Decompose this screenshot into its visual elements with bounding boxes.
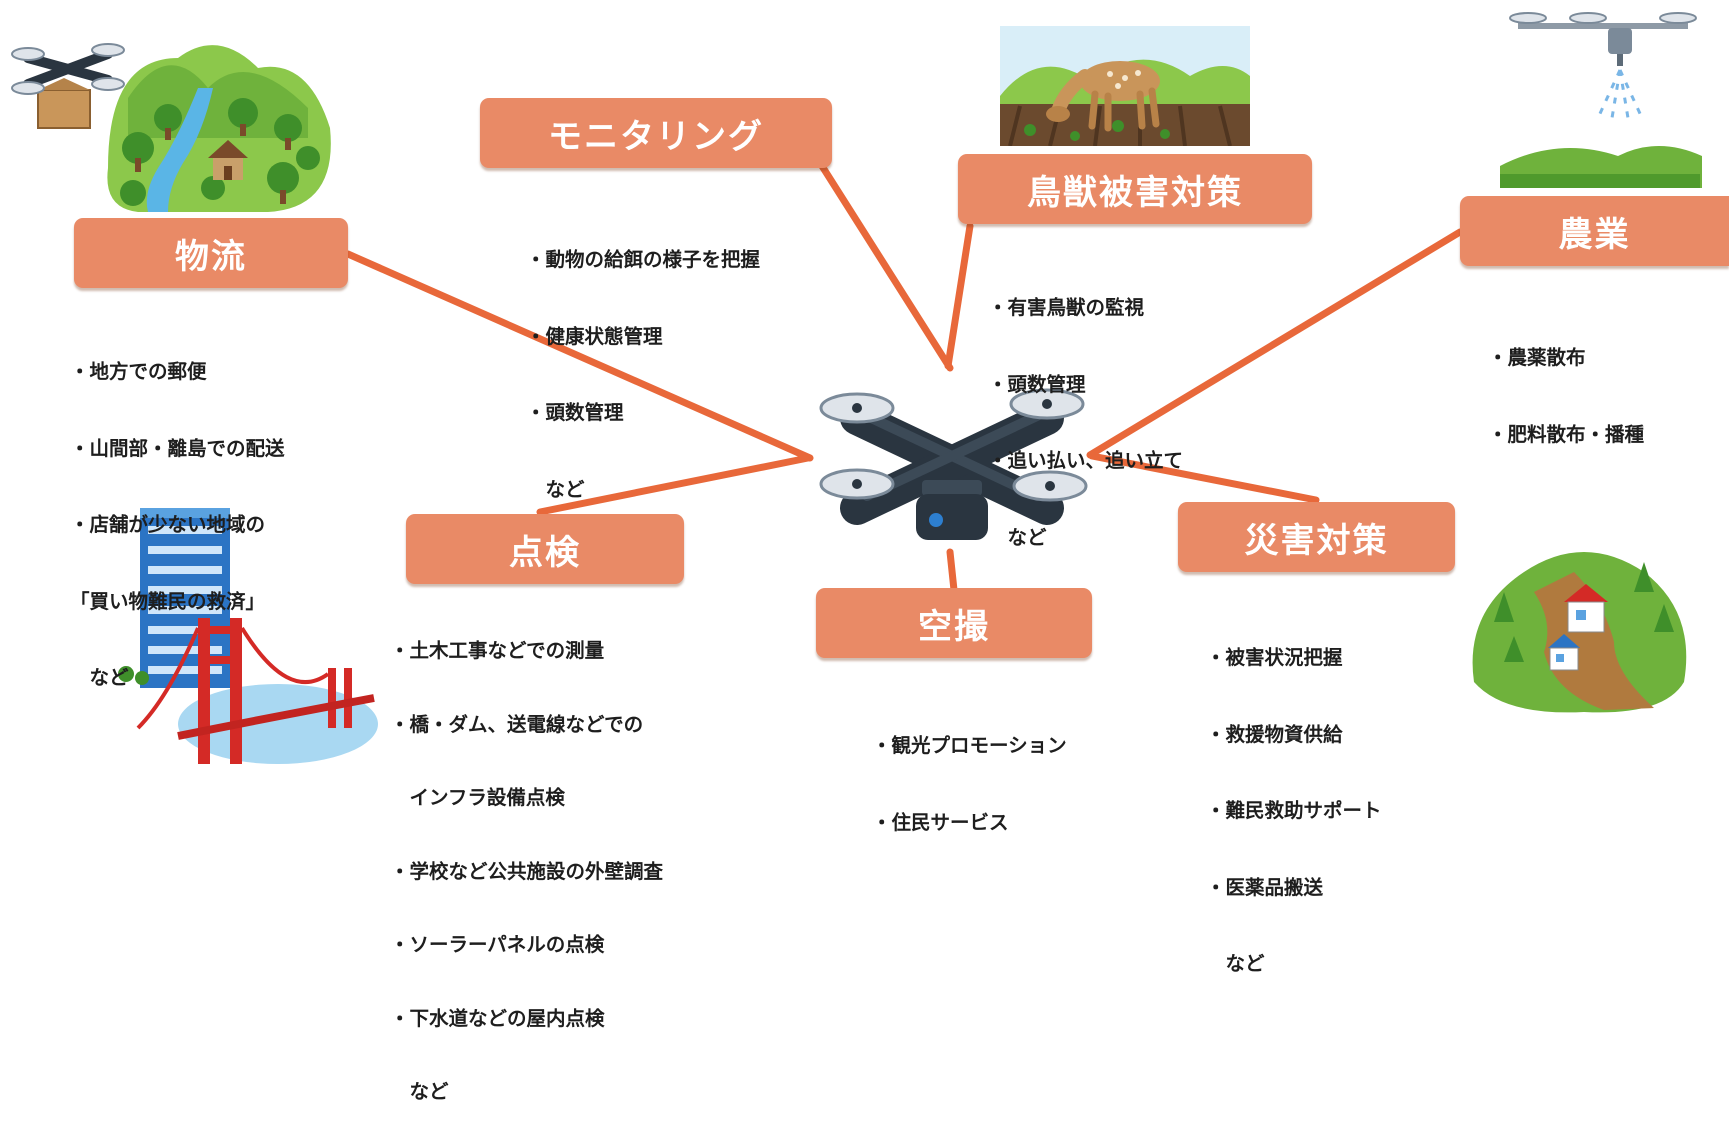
connector-aerial bbox=[946, 548, 958, 594]
category-box-logistics: 物流 bbox=[74, 218, 348, 288]
list-item: ・動物の給餌の様子を把握 bbox=[526, 248, 761, 271]
list-item: ・住民サービス bbox=[872, 810, 1009, 834]
connector-inspection bbox=[536, 454, 812, 516]
list-item: など bbox=[1206, 952, 1265, 975]
connector-monitoring bbox=[818, 162, 954, 372]
item-list-disaster: ・被害状況把握 ・救援物資供給 ・難民救助サポート ・医薬品搬送 など bbox=[1206, 594, 1382, 1002]
list-item: ・地方での郵便 bbox=[70, 360, 207, 383]
connector-disaster bbox=[1088, 452, 1320, 504]
category-box-inspection: 点検 bbox=[406, 514, 684, 584]
item-list-agriculture: ・農薬散布 ・肥料散布・播種 bbox=[1488, 294, 1644, 473]
item-list-logistics: ・地方での郵便 ・山間部・離島での配送 ・店舗が少ない地域の 「買い物難民の救済… bbox=[70, 308, 285, 716]
list-item: ・ソーラーパネルの点検 bbox=[390, 933, 605, 956]
connector-wildlife bbox=[944, 222, 974, 370]
connector-logistics bbox=[344, 250, 814, 462]
drone-icon bbox=[819, 388, 1088, 540]
building-and-bridge-illustration bbox=[118, 508, 378, 764]
list-item: ・学校など公共施設の外壁調査 bbox=[390, 859, 664, 883]
list-item: ・店舗が少ない地域の bbox=[70, 513, 266, 536]
category-box-wildlife: 鳥獣被害対策 bbox=[958, 154, 1312, 224]
list-item: ・下水道などの屋内点検 bbox=[390, 1006, 605, 1030]
landslide-houses-illustration bbox=[1472, 552, 1687, 713]
item-list-monitoring: ・動物の給餌の様子を把握 ・健康状態管理 ・頭数管理 など bbox=[526, 196, 760, 528]
list-item: ・頭数管理 bbox=[526, 401, 624, 424]
list-item: ・救援物資供給 bbox=[1206, 722, 1343, 746]
category-box-aerial: 空撮 bbox=[816, 588, 1092, 658]
list-item: ・追い払い、追い立て bbox=[988, 449, 1184, 472]
list-item: など bbox=[988, 525, 1047, 549]
list-item: ・有害鳥獣の監視 bbox=[988, 296, 1145, 319]
category-box-agriculture: 農業 bbox=[1460, 196, 1729, 266]
list-item: インフラ設備点検 bbox=[390, 786, 565, 809]
list-item: ・農薬散布 bbox=[1488, 346, 1586, 369]
list-item: 「買い物難民の救済」 bbox=[70, 589, 266, 613]
deer-grazing-field-illustration bbox=[1000, 26, 1250, 146]
list-item: ・山間部・離島での配送 bbox=[70, 436, 285, 460]
connector-lines bbox=[344, 162, 1464, 594]
delivery-drone-forest-village-illustration bbox=[11, 43, 331, 213]
list-item: ・被害状況把握 bbox=[1206, 646, 1343, 669]
item-list-aerial: ・観光プロモーション ・住民サービス bbox=[872, 682, 1067, 861]
list-item: ・観光プロモーション bbox=[872, 734, 1067, 757]
connector-agriculture bbox=[1086, 228, 1464, 459]
list-item: など bbox=[526, 477, 585, 501]
list-item: ・健康状態管理 bbox=[526, 324, 663, 348]
spraying-drone-field-illustration bbox=[1500, 12, 1702, 188]
list-item: など bbox=[390, 1080, 449, 1103]
list-item: ・橋・ダム、送電線などでの bbox=[390, 712, 644, 736]
list-item: ・土木工事などでの測量 bbox=[390, 639, 605, 662]
list-item: ・医薬品搬送 bbox=[1206, 875, 1324, 899]
list-item: ・難民救助サポート bbox=[1206, 799, 1382, 822]
item-list-wildlife: ・有害鳥獣の監視 ・頭数管理 ・追い払い、追い立て など bbox=[988, 244, 1183, 576]
item-list-inspection: ・土木工事などでの測量 ・橋・ダム、送電線などでの インフラ設備点検 ・学校など… bbox=[390, 590, 663, 1129]
category-box-monitoring: モニタリング bbox=[480, 98, 832, 168]
category-box-disaster: 災害対策 bbox=[1178, 502, 1455, 572]
list-item: ・肥料散布・播種 bbox=[1488, 422, 1645, 446]
list-item: ・頭数管理 bbox=[988, 372, 1086, 396]
list-item: など bbox=[70, 666, 129, 689]
